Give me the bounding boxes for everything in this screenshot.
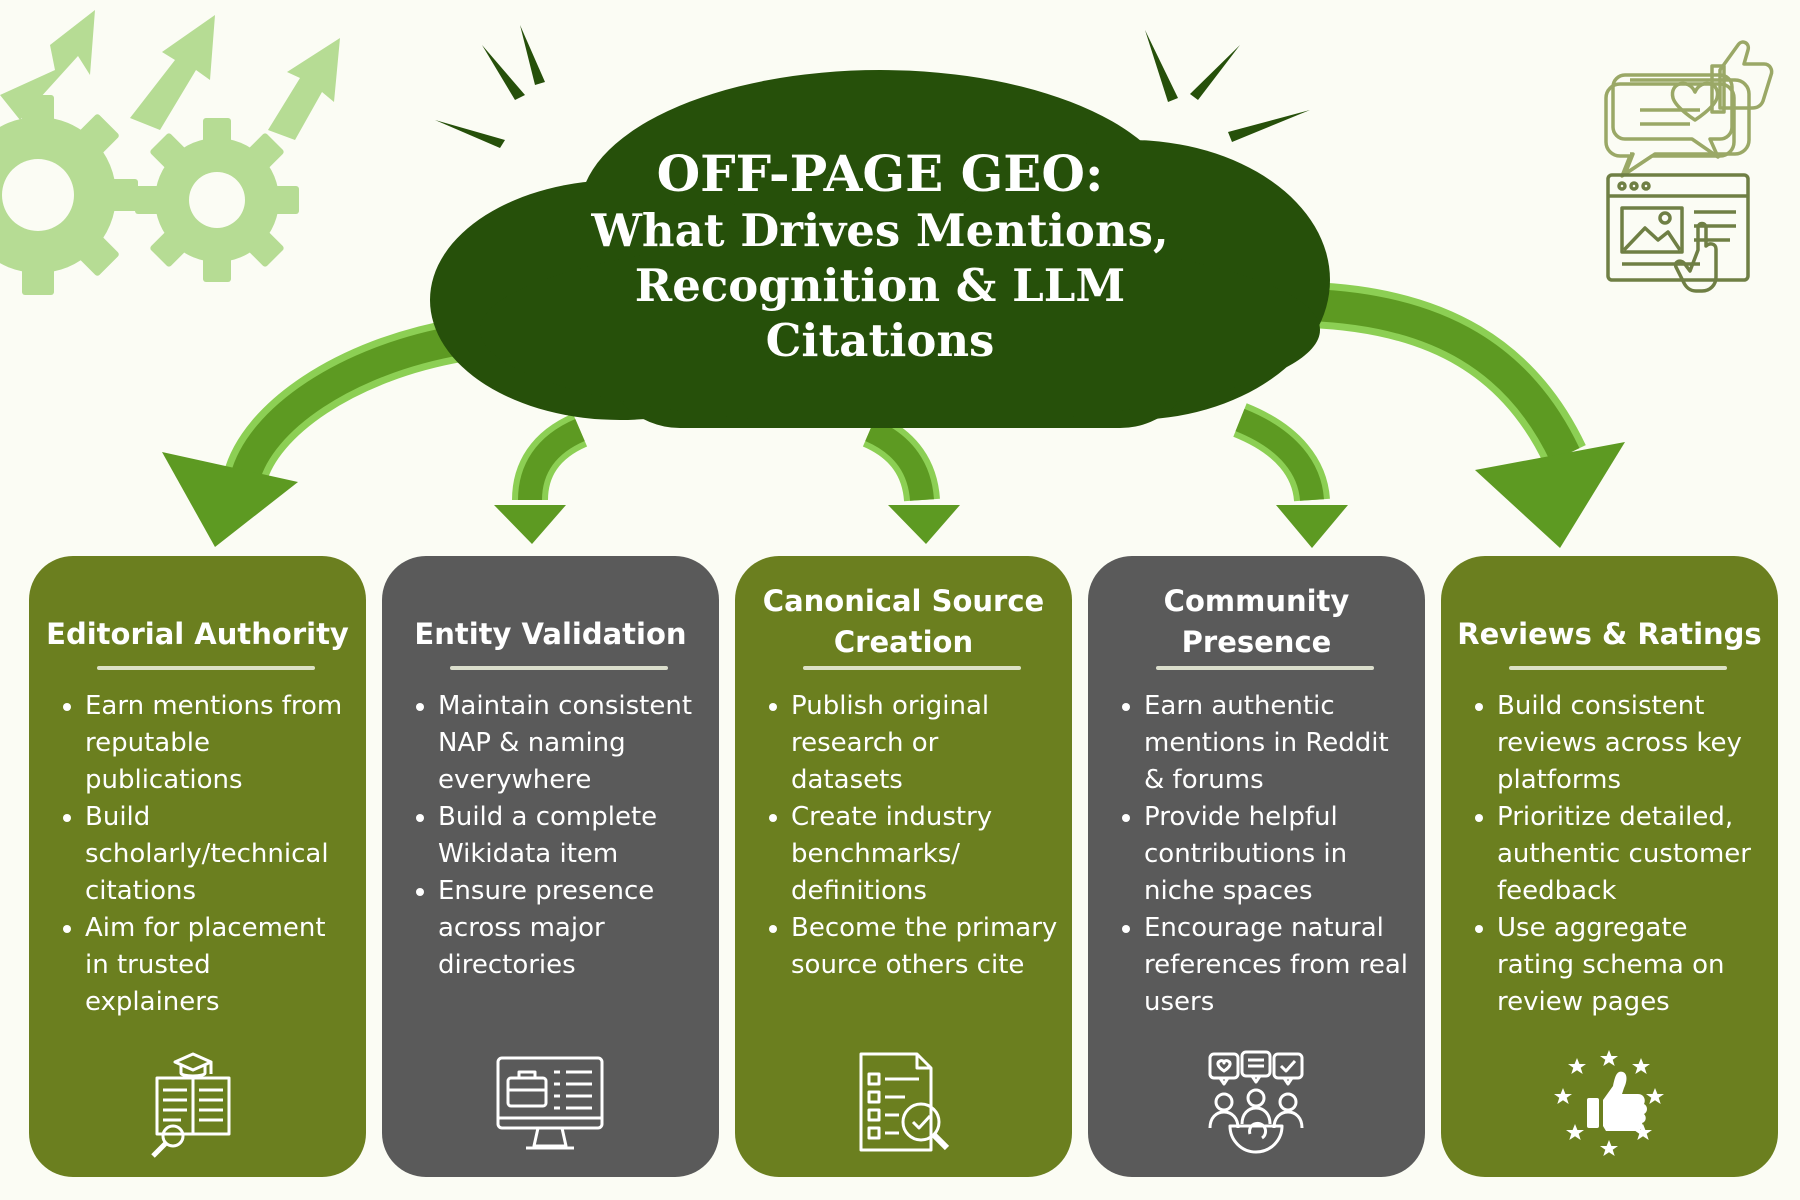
arrow-to-community-presence [1232, 403, 1348, 548]
list-item: Build a complete Wikidata item [438, 799, 705, 873]
list-item: Create industry benchmarks/ definitions [791, 799, 1058, 910]
card-divider [1156, 666, 1374, 670]
card-bullet-list: Maintain consistent NAP & naming everywh… [408, 688, 705, 984]
card-title: Community Presence [1163, 584, 1350, 659]
chat-feedback-icon [1604, 40, 1774, 178]
list-item: Maintain consistent NAP & naming everywh… [438, 688, 705, 799]
card-entity-validation: Entity Validation Maintain consistent NA… [382, 556, 719, 1177]
title-line-1: OFF-PAGE GEO: [656, 144, 1104, 203]
title-cloud [430, 70, 1330, 428]
card-title: Canonical Source Creation [762, 584, 1045, 659]
arrow-to-entity-validation [494, 413, 588, 544]
card-title: Entity Validation [414, 616, 687, 651]
web-page-icon [1606, 173, 1750, 293]
list-item: Encourage natural references from real u… [1144, 910, 1411, 1021]
title-line-4: Citations [765, 314, 995, 367]
list-item: Publish original research or datasets [791, 688, 1058, 799]
card-divider [803, 666, 1021, 670]
card-community-presence: Community Presence Earn authentic mentio… [1088, 556, 1425, 1177]
list-item: Earn mentions from reputable publication… [85, 688, 352, 799]
burst-lines [435, 25, 1310, 148]
list-item: Prioritize detailed, authentic customer … [1497, 799, 1764, 910]
card-editorial-authority: Editorial Authority Earn mentions from r… [29, 556, 366, 1177]
list-item: Build scholarly/technical citations [85, 799, 352, 910]
arrow-to-canonical-source [862, 413, 960, 544]
list-item: Ensure presence across major directories [438, 873, 705, 984]
list-item: Aim for placement in trusted explainers [85, 910, 352, 1021]
list-item: Become the primary source others cite [791, 910, 1058, 984]
arrow-to-editorial-authority [162, 318, 464, 547]
monitor-briefcase-icon [496, 1056, 604, 1150]
card-bullet-list: Earn authentic mentions in Reddit & foru… [1114, 688, 1411, 1021]
card-canonical-source-creation: Canonical Source Creation Publish origin… [735, 556, 1072, 1177]
title-line-2: What Drives Mentions, [591, 204, 1169, 257]
card-title: Editorial Authority [46, 616, 349, 651]
arrow-to-reviews-ratings [1309, 282, 1625, 548]
card-bullet-list: Earn mentions from reputable publication… [55, 688, 352, 1021]
checklist-magnifier-icon [859, 1052, 950, 1152]
card-bullet-list: Publish original research or datasets Cr… [761, 688, 1058, 984]
card-bullet-list: Build consistent reviews across key plat… [1467, 688, 1764, 1021]
card-reviews-ratings: Reviews & Ratings Build consistent revie… [1441, 556, 1778, 1177]
community-icon [1208, 1050, 1304, 1154]
card-divider [97, 666, 315, 670]
list-item: Use aggregate rating schema on review pa… [1497, 910, 1764, 1021]
card-divider [1509, 666, 1727, 670]
list-item: Earn authentic mentions in Reddit & foru… [1144, 688, 1411, 799]
book-search-icon [151, 1052, 231, 1158]
title-line-3: Recognition & LLM [634, 259, 1126, 312]
card-divider [450, 666, 668, 670]
card-title: Reviews & Ratings [1457, 616, 1762, 651]
list-item: Provide helpful contributions in niche s… [1144, 799, 1411, 910]
thumbs-up-stars-icon [1554, 1050, 1664, 1156]
list-item: Build consistent reviews across key plat… [1497, 688, 1764, 799]
page-title: OFF-PAGE GEO: What Drives Mentions, Reco… [530, 145, 1230, 368]
gears-growth-icon [0, 10, 340, 295]
